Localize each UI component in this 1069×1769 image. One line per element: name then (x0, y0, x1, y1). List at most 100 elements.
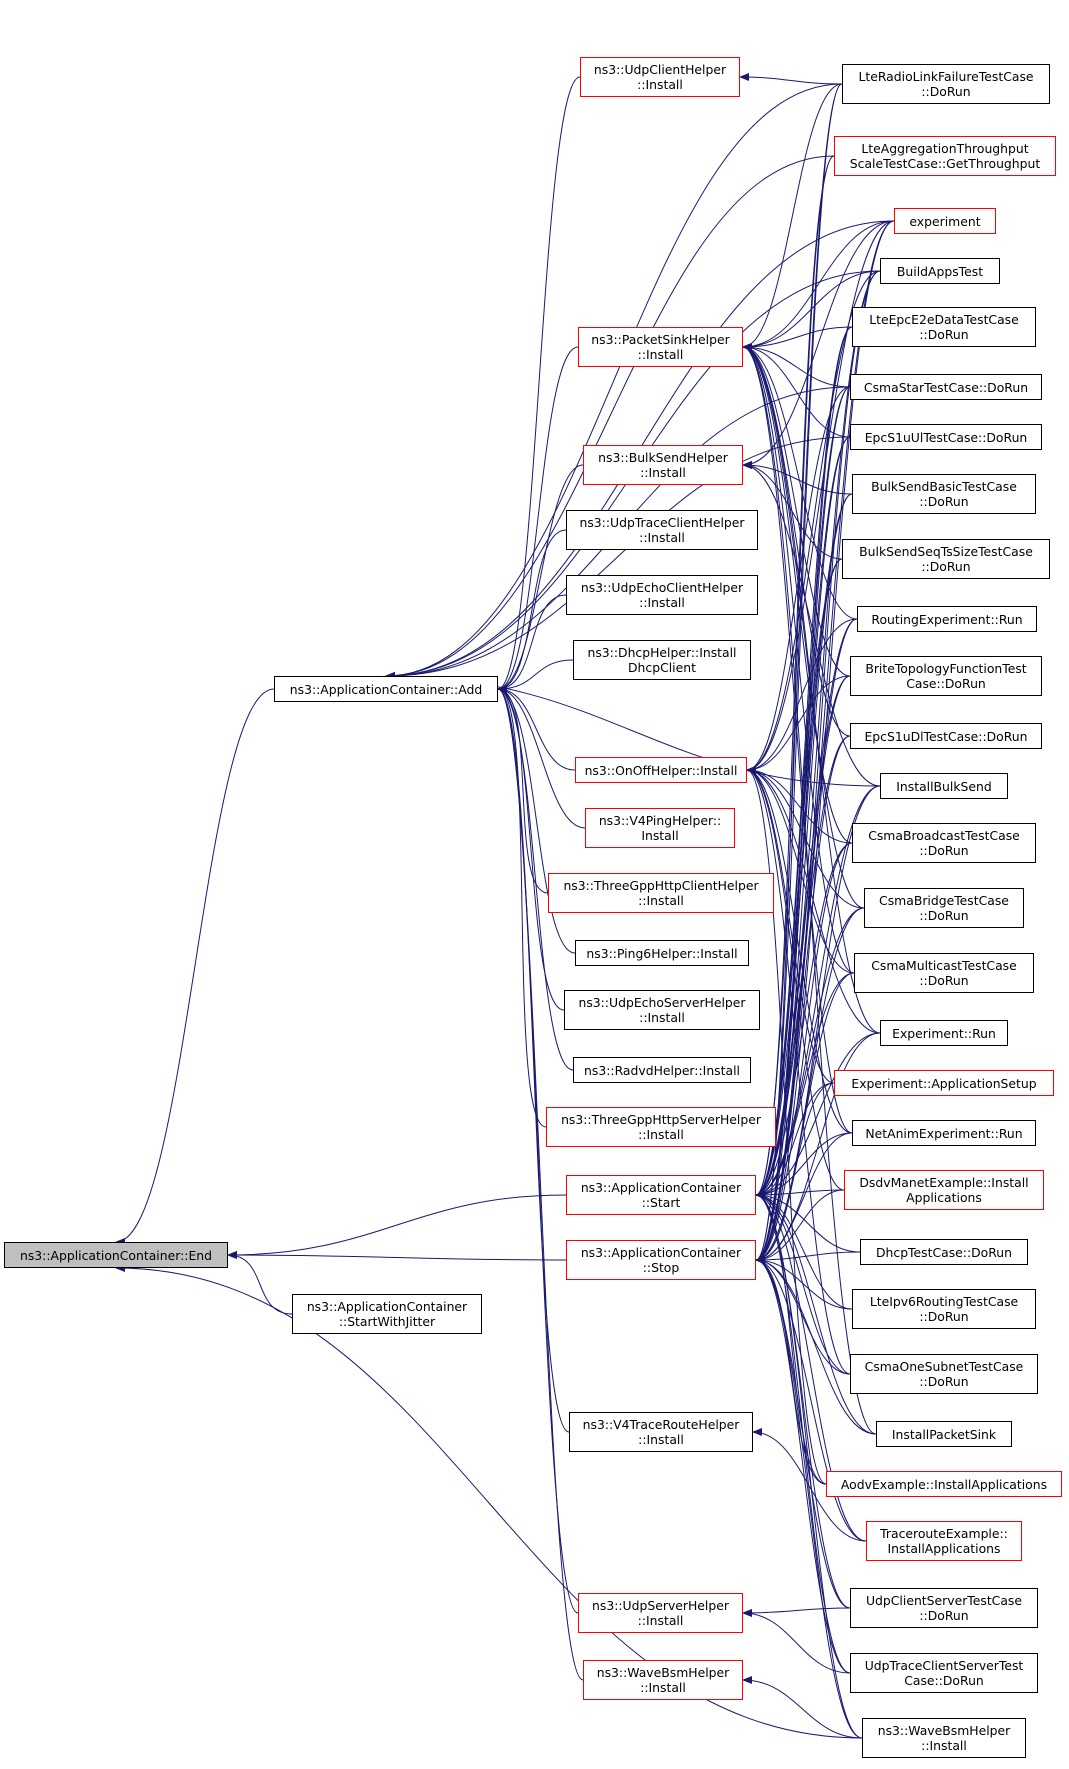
graph-node-label: ns3::ApplicationContainer::End (19, 1247, 212, 1263)
graph-node-bulkseq[interactable]: BulkSendSeqTsSizeTestCase::DoRun (842, 539, 1050, 579)
graph-node-udpechoserver[interactable]: ns3::UdpEchoServerHelper::Install (564, 990, 760, 1030)
graph-node-label: InstallApplications (887, 1541, 1001, 1556)
edge-csmastar-to-start (755, 386, 851, 1199)
edge-wavebsm2-to-stop (755, 1256, 863, 1739)
edge-csmaone-to-onoff (746, 766, 851, 1375)
graph-node-add[interactable]: ns3::ApplicationContainer::Add (274, 676, 498, 702)
graph-node-experiment[interactable]: experiment (894, 208, 996, 234)
edge-swj-to-end (227, 1251, 293, 1315)
graph-node-lteipv6[interactable]: LteIpv6RoutingTestCase::DoRun (852, 1289, 1036, 1329)
graph-node-epcs1udl[interactable]: EpcS1uDlTestCase::DoRun (850, 723, 1042, 749)
graph-node-label: ::DoRun (919, 1374, 969, 1389)
graph-node-label: BulkSendSeqTsSizeTestCase (859, 544, 1033, 559)
graph-node-lterlf[interactable]: LteRadioLinkFailureTestCase::DoRun (842, 64, 1050, 104)
edge-udpserver-to-add (497, 685, 579, 1614)
edge-exprun-to-stop (755, 1032, 881, 1264)
graph-node-udpcs[interactable]: UdpClientServerTestCase::DoRun (850, 1588, 1038, 1628)
graph-node-label: ::Install (637, 77, 683, 92)
graph-node-csmabcast[interactable]: CsmaBroadcastTestCase::DoRun (852, 823, 1036, 863)
graph-node-swj[interactable]: ns3::ApplicationContainer::StartWithJitt… (292, 1294, 482, 1334)
edge-experiment-to-pktsink (742, 220, 895, 351)
graph-node-ping6[interactable]: ns3::Ping6Helper::Install (575, 940, 749, 966)
graph-node-v4trace[interactable]: ns3::V4TraceRouteHelper::Install (569, 1412, 753, 1452)
graph-node-label: UdpClientServerTestCase (865, 1593, 1023, 1608)
edge-httpserver-to-add (497, 685, 547, 1128)
graph-node-radvd[interactable]: ns3::RadvdHelper::Install (573, 1057, 751, 1083)
graph-node-csmabridge[interactable]: CsmaBridgeTestCase::DoRun (864, 888, 1024, 928)
graph-node-label: experiment (909, 213, 981, 229)
graph-node-label: InstallBulkSend (896, 778, 992, 794)
graph-node-start[interactable]: ns3::ApplicationContainer::Start (566, 1175, 756, 1215)
graph-node-udpserver[interactable]: ns3::UdpServerHelper::Install (578, 1593, 743, 1633)
graph-node-routingexp[interactable]: RoutingExperiment::Run (857, 606, 1037, 632)
edge-lterlf-to-add (385, 83, 843, 680)
edge-v4ping-to-add (497, 685, 586, 829)
edge-dsdv-to-onoff (746, 766, 845, 1191)
graph-node-aodv[interactable]: AodvExample::InstallApplications (826, 1471, 1062, 1497)
graph-node-label: BriteTopologyFunctionTest (865, 661, 1027, 676)
graph-node-traceroute[interactable]: TracerouteExample::InstallApplications (866, 1521, 1022, 1561)
edge-expappsetup-to-stop (755, 1082, 835, 1264)
graph-node-end[interactable]: ns3::ApplicationContainer::End (4, 1242, 228, 1268)
graph-node-label: ::DoRun (919, 1608, 969, 1623)
edge-bulkbasic-to-stop (755, 493, 853, 1264)
edge-dhcp-to-add (497, 659, 574, 693)
graph-node-installbulk[interactable]: InstallBulkSend (880, 773, 1008, 799)
graph-node-label: ns3::UdpServerHelper (592, 1598, 729, 1613)
edge-httpclient-to-add (497, 685, 549, 894)
edge-bulksend-to-add (497, 464, 584, 693)
graph-node-label: LteEpcE2eDataTestCase (869, 312, 1019, 327)
graph-node-label: ::Install (638, 893, 684, 908)
graph-node-label: DhcpTestCase::DoRun (875, 1244, 1013, 1260)
edge-onoff-to-add (497, 685, 576, 771)
graph-node-udpclient[interactable]: ns3::UdpClientHelper::Install (580, 57, 740, 97)
graph-node-httpclient[interactable]: ns3::ThreeGppHttpClientHelper::Install (548, 873, 774, 913)
graph-node-stop[interactable]: ns3::ApplicationContainer::Stop (566, 1240, 756, 1280)
graph-node-csmastar[interactable]: CsmaStarTestCase::DoRun (850, 374, 1042, 400)
edge-traceroute-to-v4trace (752, 1428, 867, 1542)
graph-node-onoff[interactable]: ns3::OnOffHelper::Install (575, 757, 747, 783)
graph-node-udpechoclient[interactable]: ns3::UdpEchoClientHelper::Install (566, 575, 758, 615)
graph-node-label: ScaleTestCase::GetThroughput (849, 156, 1041, 171)
graph-node-installsink[interactable]: InstallPacketSink (876, 1421, 1012, 1447)
graph-node-label: EpcS1uDlTestCase::DoRun (864, 728, 1028, 744)
graph-node-bulkbasic[interactable]: BulkSendBasicTestCase::DoRun (852, 474, 1036, 514)
graph-node-wavebsm1[interactable]: ns3::WaveBsmHelper::Install (583, 1660, 743, 1700)
graph-node-buildapps[interactable]: BuildAppsTest (880, 258, 1000, 284)
graph-node-dhcptest[interactable]: DhcpTestCase::DoRun (860, 1239, 1028, 1265)
graph-node-expappsetup[interactable]: Experiment::ApplicationSetup (834, 1070, 1054, 1096)
edge-epcs1udl-to-stop (755, 735, 851, 1264)
graph-node-label: ::StartWithJitter (338, 1314, 436, 1329)
edge-brite-to-stop (755, 675, 851, 1264)
graph-node-label: InstallPacketSink (891, 1426, 997, 1442)
graph-node-label: ns3::ApplicationContainer::Add (289, 681, 483, 697)
graph-node-label: EpcS1uUlTestCase::DoRun (864, 429, 1028, 445)
graph-node-csmamcast[interactable]: CsmaMulticastTestCase::DoRun (854, 953, 1034, 993)
graph-node-wavebsm2[interactable]: ns3::WaveBsmHelper::Install (862, 1718, 1026, 1758)
graph-node-csmaone[interactable]: CsmaOneSubnetTestCase::DoRun (850, 1354, 1038, 1394)
edge-udptcs-to-udpserver (742, 1609, 851, 1674)
graph-node-label: ::DoRun (919, 1309, 969, 1324)
graph-node-label: ::Install (639, 595, 685, 610)
graph-node-lteepce2e[interactable]: LteEpcE2eDataTestCase::DoRun (852, 307, 1036, 347)
edge-wavebsm2-to-end (115, 1264, 863, 1739)
graph-node-pktsink[interactable]: ns3::PacketSinkHelper::Install (578, 327, 743, 367)
graph-node-label: ::Install (637, 347, 684, 362)
graph-node-bulksend[interactable]: ns3::BulkSendHelper::Install (583, 445, 743, 485)
graph-node-label: ns3::RadvdHelper::Install (584, 1062, 740, 1078)
graph-node-httpserver[interactable]: ns3::ThreeGppHttpServerHelper::Install (546, 1107, 776, 1147)
edge-csmabridge-to-onoff (746, 766, 865, 909)
graph-node-label: Case::DoRun (904, 1673, 984, 1688)
graph-node-udptraceclient[interactable]: ns3::UdpTraceClientHelper::Install (566, 510, 758, 550)
graph-node-label: ns3::ApplicationContainer (306, 1299, 468, 1314)
graph-node-exprun[interactable]: Experiment::Run (880, 1020, 1008, 1046)
graph-node-v4ping[interactable]: ns3::V4PingHelper::Install (585, 808, 735, 848)
edge-lteagg-to-add (385, 155, 835, 680)
graph-node-epcs1uul[interactable]: EpcS1uUlTestCase::DoRun (850, 424, 1042, 450)
graph-node-netanim[interactable]: NetAnimExperiment::Run (852, 1120, 1036, 1146)
